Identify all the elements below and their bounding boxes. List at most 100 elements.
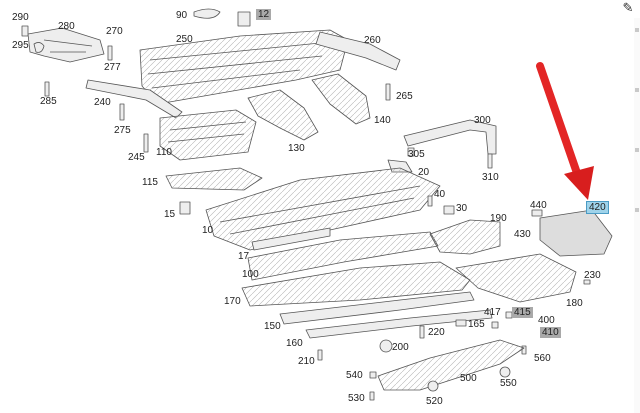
callout-arrow (536, 62, 594, 200)
part-200-grommet (379, 339, 393, 353)
label-260[interactable]: 260 (364, 35, 381, 46)
strip-mark (635, 208, 639, 212)
part-180-rear-panel (455, 253, 577, 303)
label-110[interactable]: 110 (156, 147, 172, 158)
part-170-panel (241, 261, 471, 307)
label-520[interactable]: 520 (426, 396, 443, 407)
part-140-member (311, 73, 371, 125)
label-410[interactable]: 410 (540, 327, 561, 338)
label-275[interactable]: 275 (114, 125, 131, 136)
part-150-sill (279, 291, 475, 325)
label-500[interactable]: 500 (460, 373, 477, 384)
label-40[interactable]: 40 (434, 189, 446, 200)
label-230[interactable]: 230 (584, 270, 601, 281)
label-310[interactable]: 310 (482, 172, 499, 183)
part-15-bracket (179, 201, 191, 215)
strip-mark (635, 148, 639, 152)
label-430[interactable]: 430 (514, 229, 531, 240)
part-280-bracket (27, 27, 105, 63)
label-415[interactable]: 415 (512, 307, 533, 318)
part-415-clip (505, 311, 513, 319)
label-540[interactable]: 540 (346, 370, 363, 381)
label-550[interactable]: 550 (500, 378, 517, 389)
side-scroll-strip[interactable] (634, 18, 640, 413)
label-190[interactable]: 190 (490, 213, 507, 224)
label-12[interactable]: 12 (256, 9, 272, 20)
label-90[interactable]: 90 (176, 10, 188, 21)
part-420-heat-shield (539, 209, 613, 257)
part-160-sill (305, 309, 493, 339)
part-275-bolt (119, 103, 125, 121)
label-165[interactable]: 165 (468, 319, 485, 330)
part-230-bolt (583, 279, 591, 285)
label-560[interactable]: 560 (534, 353, 551, 364)
strip-mark (635, 28, 639, 32)
part-310-bolt (487, 153, 493, 169)
label-210[interactable]: 210 (298, 356, 315, 367)
label-100[interactable]: 100 (242, 269, 259, 280)
part-245-bolt (143, 133, 149, 153)
part-260-rail (315, 31, 401, 71)
part-17-rail (251, 227, 331, 251)
part-90-cap (193, 8, 221, 19)
label-277[interactable]: 277 (104, 62, 121, 73)
part-290-bolt (21, 25, 29, 37)
label-160[interactable]: 160 (286, 338, 303, 349)
part-500-underbody (377, 339, 525, 391)
label-130[interactable]: 130 (288, 143, 305, 154)
part-277-bolt (107, 45, 113, 61)
label-140[interactable]: 140 (374, 115, 391, 126)
part-190-rear-floor (429, 219, 501, 255)
label-280[interactable]: 280 (58, 21, 75, 32)
part-10-main-floor (205, 167, 441, 251)
part-305-nut (407, 147, 415, 157)
part-285-bolt (44, 81, 50, 97)
label-20[interactable]: 20 (418, 167, 430, 178)
strip-mark (635, 88, 639, 92)
label-440[interactable]: 440 (530, 200, 547, 211)
label-270[interactable]: 270 (106, 26, 123, 37)
part-40-bolt (427, 195, 433, 207)
pencil-edit-icon[interactable]: ✎ (622, 0, 634, 15)
label-400[interactable]: 400 (538, 315, 555, 326)
label-220[interactable]: 220 (428, 327, 445, 338)
label-200[interactable]: 200 (392, 342, 409, 353)
part-540-nut (369, 371, 377, 379)
part-210-bolt (317, 349, 323, 361)
part-115-cover (165, 167, 263, 191)
label-290[interactable]: 290 (12, 12, 29, 23)
part-440-clip (531, 209, 543, 217)
label-300[interactable]: 300 (474, 115, 491, 126)
part-520-grommet (427, 380, 439, 392)
label-285[interactable]: 285 (40, 96, 57, 107)
label-30[interactable]: 30 (456, 203, 468, 214)
label-10[interactable]: 10 (202, 225, 214, 236)
label-150[interactable]: 150 (264, 321, 281, 332)
label-170[interactable]: 170 (224, 296, 241, 307)
label-115[interactable]: 115 (142, 177, 158, 188)
part-30-clip (443, 205, 455, 215)
part-130-tunnel (247, 89, 319, 141)
part-550-grommet (499, 366, 511, 378)
label-17[interactable]: 17 (238, 251, 250, 262)
label-15[interactable]: 15 (164, 209, 176, 220)
part-12-clip (237, 11, 251, 27)
part-110-floor (159, 109, 257, 161)
label-180[interactable]: 180 (566, 298, 583, 309)
part-165-clip (455, 319, 467, 327)
label-265[interactable]: 265 (396, 91, 413, 102)
part-530-bolt (369, 391, 375, 401)
part-220-bolt (419, 325, 425, 339)
label-305[interactable]: 305 (408, 149, 425, 160)
label-240[interactable]: 240 (94, 97, 111, 108)
label-250[interactable]: 250 (176, 34, 193, 45)
part-265-bolt (385, 83, 391, 101)
label-417[interactable]: 417 (484, 307, 501, 318)
label-245[interactable]: 245 (128, 152, 145, 163)
label-295[interactable]: 295 (12, 40, 29, 51)
label-420[interactable]: 420 (586, 201, 609, 214)
label-530[interactable]: 530 (348, 393, 365, 404)
part-417-clip (491, 321, 499, 329)
part-295-mount (33, 42, 45, 53)
